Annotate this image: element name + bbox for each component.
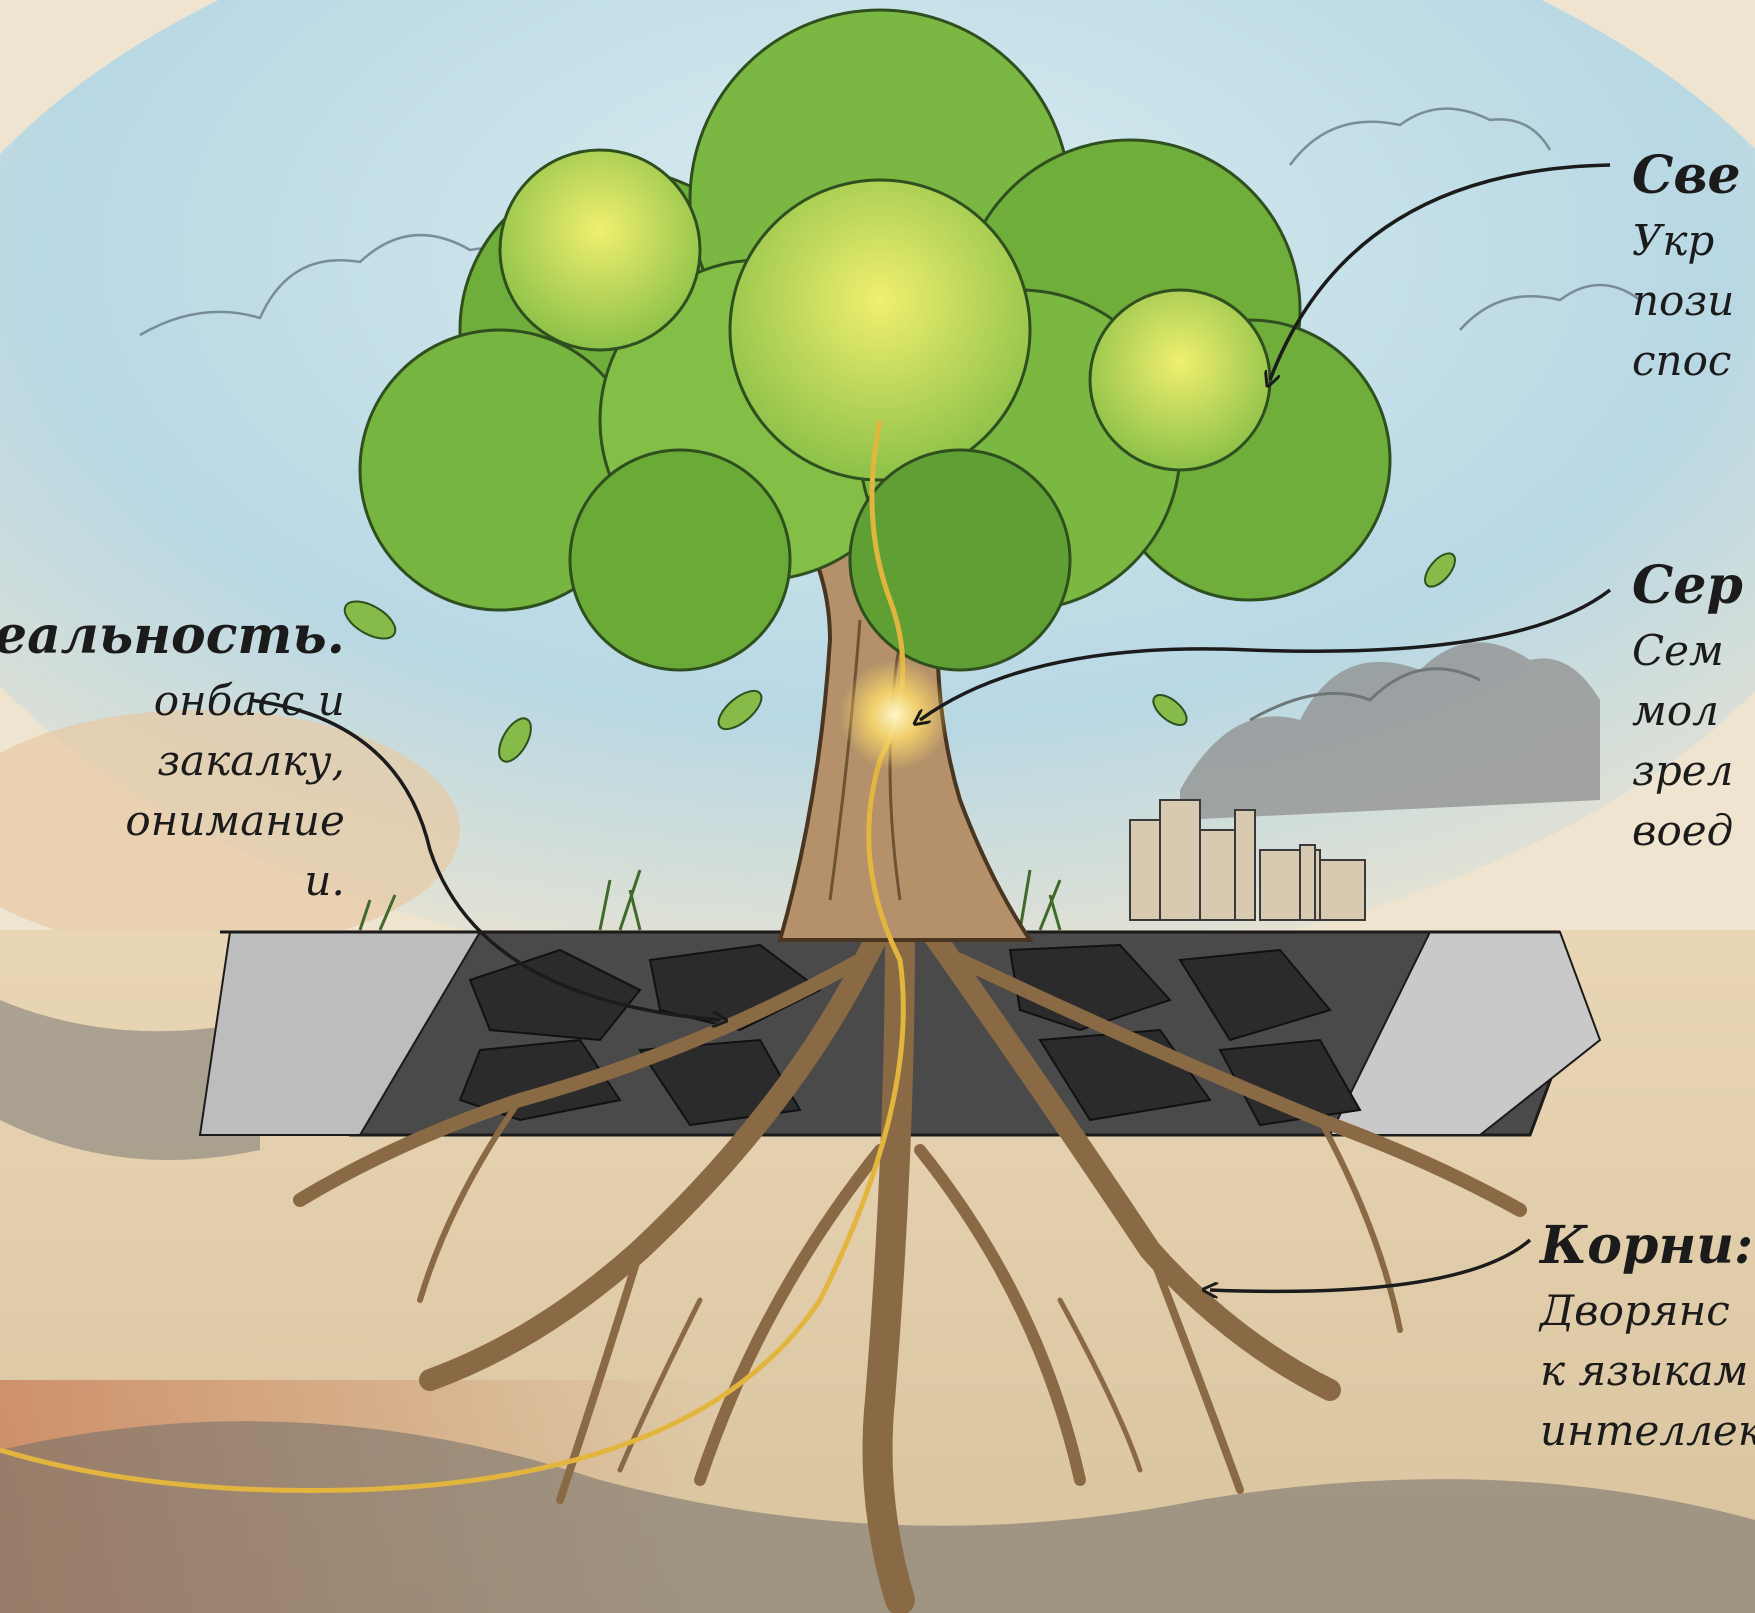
label-roots: Корни: К Дворянс к языкам интеллек [1540, 1220, 1755, 1470]
label-reality: еальность. онбасс и закалку, онимание и. [0, 610, 345, 920]
factory-skyline [1129, 799, 1366, 921]
label-heart-line-1: Сем [1632, 626, 1724, 675]
label-heart: Сер Сем мол зрел воед [1632, 560, 1743, 870]
label-heart-line-3: зрел [1632, 746, 1734, 795]
grass [358, 869, 1062, 931]
label-roots-heading: Корни: К [1540, 1215, 1755, 1276]
label-crown-line-1: Укр [1632, 216, 1715, 265]
golden-thread [0, 419, 906, 1493]
label-crown-line-2: пози [1632, 276, 1735, 325]
label-roots-line-1: Дворянс [1540, 1286, 1730, 1335]
glowing-heart [840, 660, 950, 770]
label-reality-line-3: онимание [125, 796, 345, 845]
smoke [1180, 642, 1600, 820]
label-roots-line-2: к языкам [1540, 1346, 1749, 1395]
label-reality-line-2: закалку, [157, 736, 345, 785]
label-crown-heading: Све [1632, 145, 1741, 206]
label-heart-line-4: воед [1632, 806, 1734, 855]
label-heart-line-2: мол [1632, 686, 1719, 735]
annotation-arrows [249, 163, 1612, 1291]
label-reality-line-1: онбасс и [153, 676, 345, 725]
falling-leaves [343, 552, 1456, 763]
label-heart-heading: Сер [1632, 555, 1743, 616]
bottom-smudge [0, 1421, 1755, 1613]
canopy [358, 8, 1392, 672]
label-reality-line-4: и. [304, 856, 345, 905]
roots [293, 915, 1527, 1613]
label-crown-line-3: спос [1632, 336, 1732, 385]
label-reality-heading: еальность. [0, 605, 345, 666]
label-crown: Све Укр пози спос [1632, 150, 1741, 400]
label-roots-line-3: интеллек [1540, 1406, 1755, 1455]
